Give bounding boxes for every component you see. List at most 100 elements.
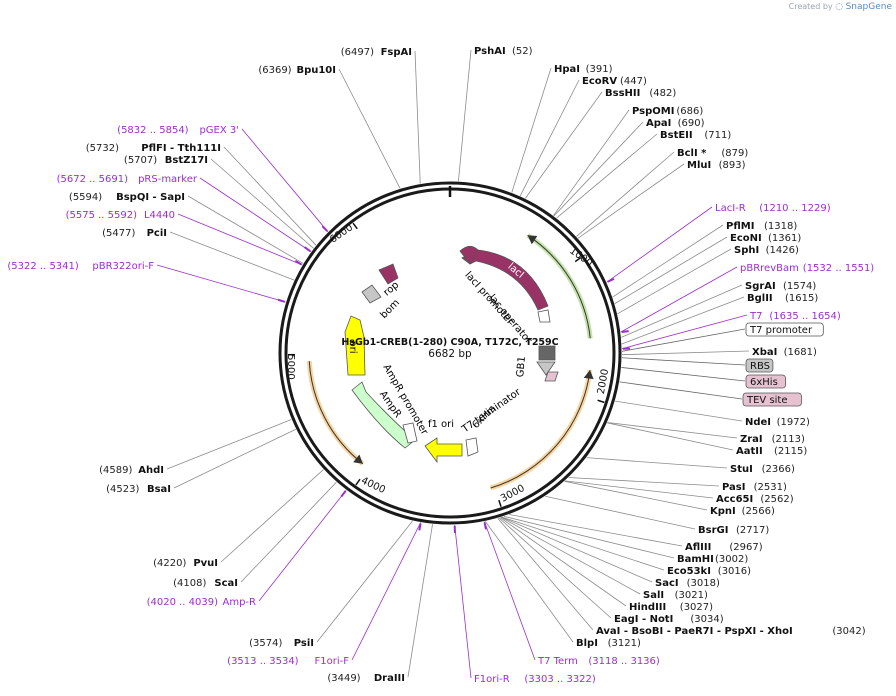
enzyme-label: PshAI xyxy=(474,46,506,57)
plasmid-title: HsGb1-CREB(1-280) C90A, T172C, T259C 668… xyxy=(341,337,558,360)
enzyme-position: (5732) xyxy=(86,143,119,154)
enzyme-label: Eco53kI xyxy=(667,566,711,577)
enzyme-position: (2366) xyxy=(762,464,795,475)
enzyme-position: (4220) xyxy=(153,558,186,569)
enzyme-label: HindIII xyxy=(629,602,666,613)
enzyme-label: FspAI xyxy=(381,47,412,58)
enzyme-label: EcoRV xyxy=(582,76,617,87)
leader-line xyxy=(220,469,324,563)
enzyme-label: SacI xyxy=(655,578,679,589)
enzyme-label: MluI xyxy=(687,160,711,171)
enzyme-label: AhdI xyxy=(138,465,164,476)
watermark-brand: SnapGene xyxy=(845,2,892,12)
enzyme-label: BstZ17I xyxy=(165,155,208,166)
leader-line xyxy=(620,266,738,333)
primer-range: (5672 .. 5691) xyxy=(57,174,129,185)
enzyme-position: (4523) xyxy=(106,484,139,495)
enzyme-position: (1426) xyxy=(766,245,799,256)
snapgene-logo-icon: ◌ xyxy=(835,2,844,12)
enzyme-position: (447) xyxy=(620,76,647,87)
leader-line xyxy=(500,516,641,595)
enzyme-label: AatII xyxy=(736,446,763,457)
primer-range: (5832 .. 5854) xyxy=(117,125,189,136)
leader-line xyxy=(173,428,297,489)
feature-label: ori xyxy=(347,340,358,353)
site-labels: PshAI(52)HpaI(391)EcoRV(447)BssHII(482)P… xyxy=(7,46,874,685)
backbone-outer-strand xyxy=(278,181,622,525)
t7-terminator-arrow xyxy=(465,437,479,457)
enzyme-position: (3018) xyxy=(687,578,720,589)
enzyme-label: SphI xyxy=(734,245,759,256)
enzyme-label: AvaI - BsoBI - PaeR7I - PspXI - XhoI xyxy=(596,626,793,637)
leader-line xyxy=(485,521,574,643)
enzyme-position: (4108) xyxy=(173,578,206,589)
leader-line xyxy=(606,206,713,283)
enzyme-label: Acc65I xyxy=(716,494,753,505)
primer-site-marker xyxy=(321,225,328,232)
enzyme-label: NdeI xyxy=(745,417,771,428)
primer-label: F1ori-R xyxy=(474,674,510,685)
leader-line xyxy=(497,517,594,631)
enzyme-label: BsaI xyxy=(147,484,171,495)
enzyme-label: AflIII xyxy=(685,542,711,553)
leader-line xyxy=(454,524,472,679)
primer-label: L4440 xyxy=(144,210,175,221)
orf-lacI-arc-head xyxy=(527,235,538,245)
enzyme-label: SalI xyxy=(643,590,664,601)
leader-line xyxy=(524,91,603,199)
leader-line xyxy=(187,195,304,264)
enzyme-position: (711) xyxy=(704,130,731,141)
primer-label: T7 Term xyxy=(537,656,578,667)
leader-line xyxy=(338,68,401,189)
orf-ampr-arc-line xyxy=(308,361,364,465)
leader-line xyxy=(621,367,746,382)
primer-range: (1210 .. 1229) xyxy=(759,203,831,214)
leader-line xyxy=(545,495,696,530)
tick-label: 5000 xyxy=(285,354,296,379)
enzyme-label: XbaI xyxy=(752,347,777,358)
leader-line xyxy=(614,236,728,304)
enzyme-label: BglII xyxy=(747,293,773,304)
leader-line xyxy=(156,264,286,303)
enzyme-label: BsrGI xyxy=(698,525,728,536)
leader-line xyxy=(617,248,732,315)
leader-line xyxy=(621,284,743,338)
enzyme-position: (2115) xyxy=(774,446,807,457)
enzyme-position: (3027) xyxy=(680,602,713,613)
enzyme-label: KpnI xyxy=(710,506,736,517)
enzyme-label: PciI xyxy=(147,228,167,239)
leader-line xyxy=(169,231,295,281)
enzyme-position: (5707) xyxy=(124,155,157,166)
leader-line xyxy=(556,133,658,219)
enzyme-position: (3574) xyxy=(249,638,282,649)
leader-line xyxy=(553,109,630,216)
lacI-promoter-arrow xyxy=(537,309,551,323)
leader-line xyxy=(351,522,422,661)
orf-lacI-arc-line xyxy=(527,234,591,339)
leader-line xyxy=(177,213,303,266)
feature-box xyxy=(745,322,824,337)
primer-site-marker xyxy=(483,522,487,530)
enzyme-label: ApaI xyxy=(646,118,671,129)
feature-label: rop xyxy=(382,280,402,299)
leader-line xyxy=(621,314,748,350)
leader-line xyxy=(621,357,746,366)
leader-line xyxy=(498,517,612,619)
leader-line xyxy=(564,480,714,499)
enzyme-position: (3034) xyxy=(690,614,723,625)
primer-range: (3118 .. 3136) xyxy=(588,656,660,667)
enzyme-position: (3002) xyxy=(715,554,748,565)
enzyme-position: (3021) xyxy=(675,590,708,601)
enzyme-label: EcoNI xyxy=(730,233,762,244)
primer-site-marker xyxy=(607,277,615,283)
leader-line xyxy=(499,517,627,607)
leader-line xyxy=(458,49,472,182)
primer-label: pRS-marker xyxy=(138,174,198,185)
enzyme-label: BssHII xyxy=(605,88,640,99)
leader-line xyxy=(607,422,734,451)
leader-line xyxy=(199,177,312,253)
leader-line xyxy=(553,121,644,217)
primer-label: pBR322ori-F xyxy=(92,261,154,272)
watermark-created-by: Created by xyxy=(788,2,833,11)
